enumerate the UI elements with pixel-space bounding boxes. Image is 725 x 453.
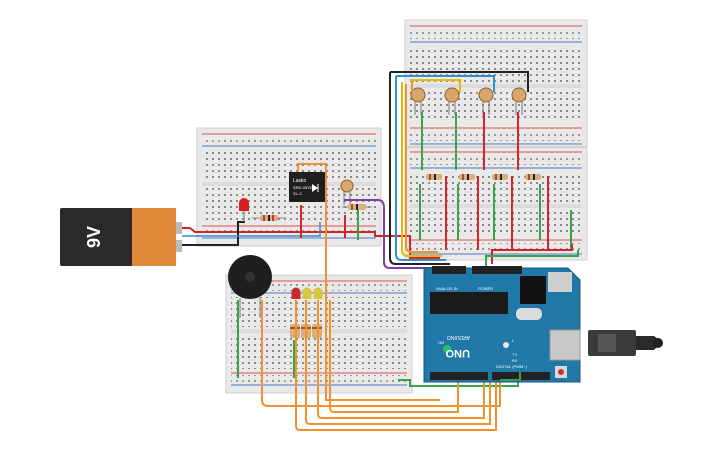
piezo-buzzer[interactable] [228,255,272,318]
relay-line2: SL-C [293,191,302,196]
arduino-brand: ARDUINO [447,334,470,340]
wire-battery-red[interactable] [182,227,440,259]
resistor-top-4[interactable] [525,174,541,180]
usb-cable[interactable] [588,330,663,356]
orange-signal-wires[interactable] [261,300,501,431]
led-red-mid[interactable] [239,198,249,222]
wire-loop-black[interactable] [389,71,529,265]
arduino-uno[interactable]: UNO ARDUINO ANALOG IN POWER DIGITAL (PWM… [423,266,581,383]
wire-battery-blue[interactable] [182,222,321,237]
wire-battery-black[interactable] [182,221,245,246]
wire-short-green[interactable] [500,372,521,381]
led-bottom-yellow-2[interactable] [313,287,323,300]
resistor-mid-2[interactable] [342,204,372,210]
arduino-label-tx: TX [512,352,517,357]
wire-power-green[interactable] [485,250,579,266]
arduino-model: UNO [445,347,470,359]
arduino-label-rx: RX [512,358,518,363]
arduino-label-digital: DIGITAL (PWM~) [496,364,528,369]
relay-brand: Lasko [293,178,307,184]
resistor-mid[interactable] [252,215,286,221]
resistor-top-3[interactable] [492,174,508,180]
battery-9v[interactable]: 9V [60,208,182,266]
arduino-label-on: ON [438,340,444,345]
wire-loop-blue[interactable] [395,75,495,261]
arduino-label-analog: ANALOG IN [436,286,458,291]
battery-label: 9V [84,226,104,248]
led-bottom-yellow-1[interactable] [302,287,312,300]
arduino-label-l: L [512,338,515,343]
photoresistor-4[interactable] [511,87,527,115]
led-bottom-red[interactable] [291,287,301,300]
resistor-top-2[interactable] [459,174,475,180]
top-wires-vertical[interactable] [419,112,572,250]
breadboard-top-right[interactable] [404,19,588,261]
wire-mid-purple[interactable] [344,199,438,269]
relay-module[interactable]: Lasko SRD-05VDC SL-C [289,172,327,202]
arduino-label-power: POWER [478,286,493,291]
relay-line1: SRD-05VDC [293,185,316,190]
resistor-top-1[interactable] [426,174,442,180]
wire-relay-orange[interactable] [297,163,440,401]
wire-loop-yellow[interactable] [401,79,461,257]
photoresistor-mid[interactable] [340,179,354,205]
